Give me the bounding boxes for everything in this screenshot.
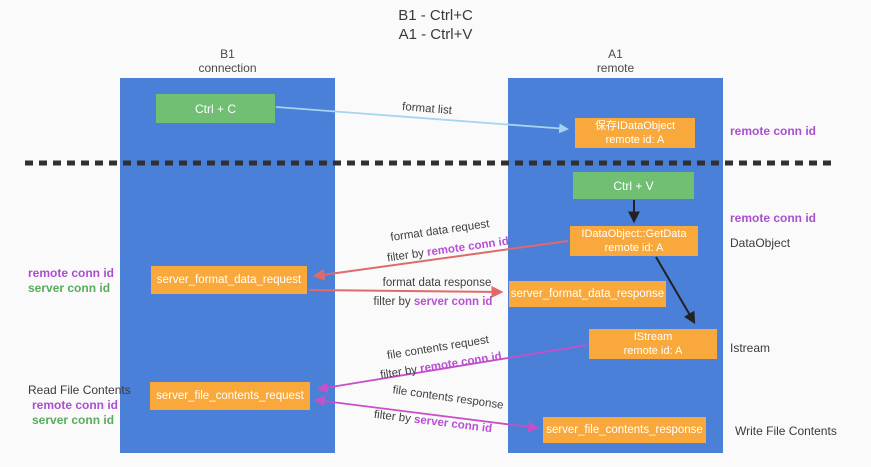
column-header-b1: B1 connection [120, 47, 335, 75]
column-a1-subtitle: remote [596, 61, 635, 76]
ctrl-c-box: Ctrl + C [156, 94, 275, 123]
remote-conn-id-text: remote conn id [426, 235, 510, 259]
server-format-data-response-label: server_format_data_response [510, 287, 665, 300]
diagram-title: B1 - Ctrl+C A1 - Ctrl+V [0, 6, 871, 44]
server-format-data-response-box: server_format_data_response [509, 281, 666, 307]
column-a1-name: A1 [608, 47, 623, 61]
remote-conn-id-text: remote conn id [32, 398, 119, 412]
format-data-response-label: format data response [382, 277, 492, 289]
file-contents-response-label: file contents response [391, 384, 505, 412]
server-file-contents-request-label: server_file_contents_request [156, 389, 304, 402]
column-b1-subtitle: connection [198, 61, 257, 76]
format-list-label: format list [401, 101, 453, 117]
title-line-1: B1 - Ctrl+C [398, 7, 473, 24]
ctrl-v-label: Ctrl + V [613, 178, 654, 193]
server-conn-id-text: server conn id [413, 296, 493, 308]
ctrl-c-label: Ctrl + C [194, 101, 236, 116]
idataobject-getdata-box: IDataObject::GetData remote id: A [570, 226, 698, 256]
title-line-2: A1 - Ctrl+V [398, 26, 473, 44]
server-conn-id-text: server conn id [413, 413, 493, 436]
server-conn-id-text: server conn id [32, 413, 115, 427]
save-dataobject-line2: remote id: A [605, 134, 665, 146]
idataobject-getdata-line2: remote id: A [604, 242, 664, 254]
column-header-a1: A1 remote [508, 47, 723, 75]
istream-annotation: Istream [730, 341, 771, 355]
save-dataobject-line1: 保存IDataObject [594, 119, 676, 132]
filter-by-text: filter by [373, 408, 415, 426]
save-dataobject-box: 保存IDataObject remote id: A [575, 118, 695, 148]
server-file-contents-request-box: server_file_contents_request [150, 382, 310, 410]
filter-by-server-conn-id-label-1: filter by server conn id [374, 296, 493, 308]
server-format-data-request-label: server_format_data_request [156, 273, 302, 286]
conn-id-annotation-left-bottom: remote conn id server conn id [32, 398, 118, 428]
arrow-format-data-response [308, 285, 504, 298]
server-file-contents-response-label: server_file_contents_response [546, 423, 703, 436]
istream-line2: remote id: A [623, 345, 683, 357]
filter-by-text: filter by [386, 246, 428, 265]
remote-conn-id-annotation-top-right: remote conn id [730, 124, 817, 138]
filter-by-text: filter by [373, 296, 414, 308]
server-file-contents-response-box: server_file_contents_response [543, 417, 706, 443]
conn-id-annotation-left-top: remote conn id server conn id [28, 266, 114, 296]
istream-line1: IStream [633, 330, 673, 343]
server-format-data-request-box: server_format_data_request [151, 266, 307, 294]
server-conn-id-text: server conn id [28, 281, 111, 295]
ctrl-v-box: Ctrl + V [573, 172, 694, 199]
filter-by-text: filter by [379, 363, 422, 382]
istream-box: IStream remote id: A [589, 329, 717, 359]
filter-by-server-conn-id-label-2: filter by server conn id [373, 409, 492, 435]
remote-conn-id-text: remote conn id [28, 266, 115, 280]
remote-conn-id-annotation-mid-right: remote conn id [730, 211, 817, 225]
column-b1-name: B1 [220, 47, 235, 61]
idataobject-getdata-line1: IDataObject::GetData [581, 227, 687, 240]
write-file-contents-annotation: Write File Contents [735, 424, 837, 438]
read-file-contents-annotation: Read File Contents [28, 383, 131, 397]
dataobject-annotation: DataObject [730, 236, 791, 250]
